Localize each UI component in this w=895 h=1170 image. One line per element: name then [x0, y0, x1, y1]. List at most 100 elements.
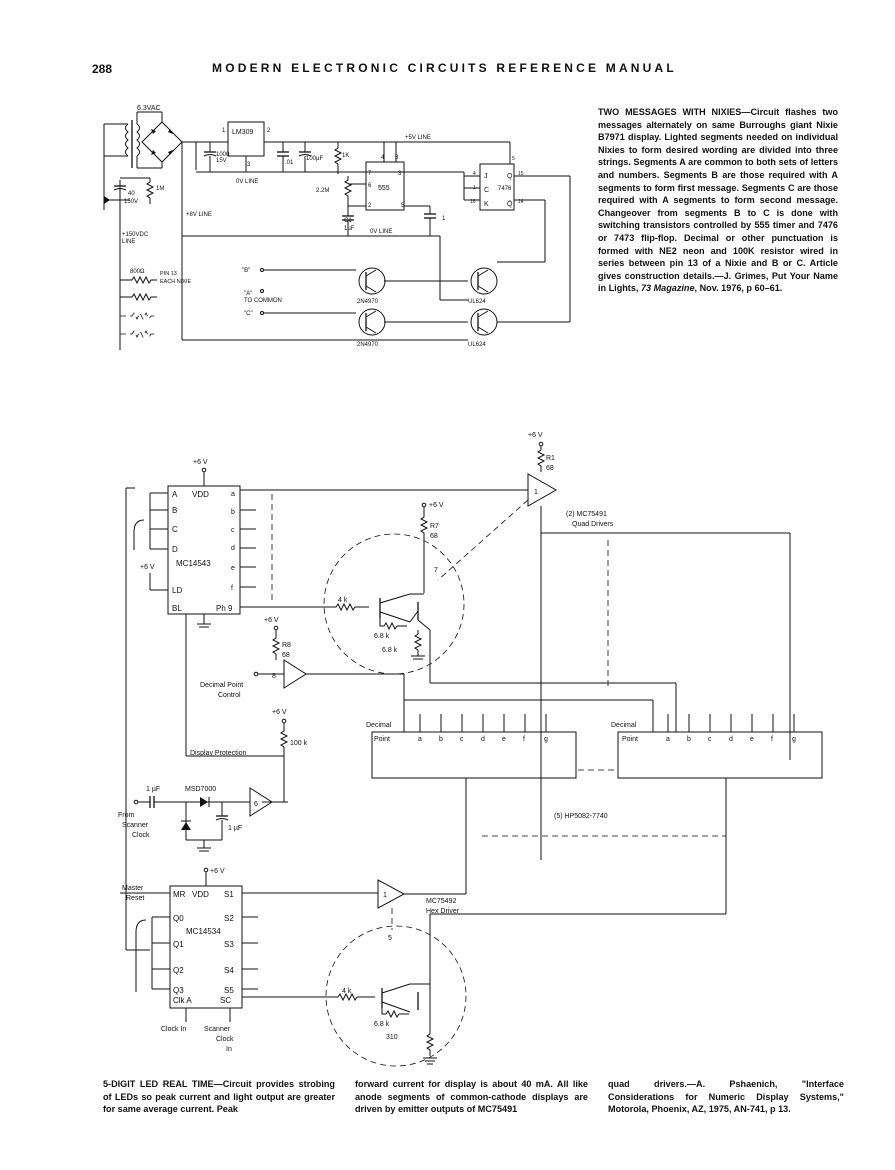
label-s1: S1 [224, 890, 234, 899]
label-out-f: f [231, 585, 233, 592]
label-r100k: 100 k [290, 740, 308, 747]
transistor-q4 [470, 308, 498, 336]
label-hex: Hex Driver [426, 908, 460, 915]
label-chip-a: MC14543 [176, 559, 211, 568]
label-555-p3: 3 [398, 171, 402, 177]
segment-label-g: g [544, 736, 548, 743]
label-r1k: 1K [342, 153, 349, 159]
label-chip-b: MC14534 [186, 927, 221, 936]
label-n6: 6 [254, 801, 258, 808]
label-c40: 40 [128, 191, 135, 197]
label-r68b: 6.8 k [382, 647, 398, 654]
label-c1000: 1000 [216, 152, 230, 158]
label-r4k: 4 k [338, 597, 348, 604]
figure1-caption-title: TWO MESSAGES WITH NIXIES [598, 107, 742, 117]
label-master: Master [122, 885, 144, 892]
label-s2: S2 [224, 914, 234, 923]
label-ff-c: C [484, 187, 489, 194]
label-pin-ld: LD [172, 586, 182, 595]
label-555-p4: 4 [381, 155, 385, 161]
label-0vline1: 0V LINE [236, 179, 258, 185]
label-q0: Q0 [173, 914, 184, 923]
label-disprot: Display Protection [190, 750, 247, 757]
segment-label-b: b [687, 736, 691, 743]
label-555-p5: 5 [401, 203, 405, 209]
label-lm-pin2: 2 [267, 128, 271, 134]
figure2-caption-col1: 5-DIGIT LED REAL TIME—Circuit provides s… [103, 1078, 335, 1116]
label-vac: 6.3VAC [137, 105, 161, 112]
label-buf1: 1 [534, 489, 538, 496]
label-from: From [118, 812, 135, 819]
label-q1: 2N4970 [357, 299, 379, 305]
segment-label-f: f [523, 736, 525, 743]
label-vdd2: VDD [192, 890, 209, 899]
label-n5: 5 [388, 935, 392, 942]
label-v6d: +6 V [429, 502, 444, 509]
label-ff-p4: 4 [473, 171, 476, 177]
label-sc: SC [220, 996, 231, 1005]
label-dec2: Decimal [611, 722, 637, 729]
label-ff-p15: 15 [518, 171, 524, 177]
label-c100: 100µF [306, 156, 323, 162]
label-out-c: c [231, 527, 235, 534]
label-555: 555 [378, 185, 390, 192]
label-dpc2: Control [218, 692, 241, 699]
label-lm-pin1: 1 [222, 128, 226, 134]
figure2-caption-col3: quad drivers.—A. Pshaenich, "Interface C… [608, 1079, 844, 1115]
label-q2b: Q2 [173, 966, 184, 975]
display-digit-5 [617, 731, 823, 779]
label-0vline2: 0V LINE [370, 229, 392, 235]
figure2-caption-title: 5-DIGIT LED REAL TIME [103, 1079, 214, 1089]
label-8vline: +8V LINE [186, 212, 212, 218]
segment-label-f: f [771, 736, 773, 743]
label-q3b: Q3 [173, 986, 184, 995]
label-buf2: 1 [383, 892, 387, 899]
label-mc75491: (2) MC75491 [566, 511, 607, 518]
label-c1uf: 1 µF [146, 786, 160, 793]
label-q3: 2N4970 [357, 342, 379, 348]
label-pin-ph: Ph 9 [216, 604, 233, 613]
label-mc75492: MC75492 [426, 898, 456, 905]
label-r310: 310 [386, 1034, 398, 1041]
label-pin13a: PIN 13 [160, 271, 177, 277]
label-v6a: +6 V [193, 459, 208, 466]
label-v6e: +6 V [264, 617, 279, 624]
label-5vline: +5V LINE [405, 135, 431, 141]
label-ff-q: Q [507, 173, 513, 180]
label-c1000v: 15V [216, 158, 227, 164]
segment-label-g: g [792, 736, 796, 743]
segment-label-d: d [729, 736, 733, 743]
label-lm-pin3: 3 [247, 162, 251, 168]
dashed-driver-5 [325, 925, 467, 1067]
label-c1val: 1µF [344, 226, 355, 232]
label-point2: Point [622, 736, 638, 743]
label-clockin1: Clock In [161, 1026, 186, 1033]
label-pin-bl: BL [172, 604, 182, 613]
label-dpc1: Decimal Point [200, 682, 243, 689]
label-out-b: b [231, 509, 235, 516]
label-a: "A" [244, 291, 252, 297]
label-q1b: Q1 [173, 940, 184, 949]
label-tocommon: TO COMMON [244, 298, 282, 304]
transformer [103, 112, 140, 210]
buffer-6 [249, 787, 273, 817]
label-out-a: a [231, 491, 235, 498]
label-555-p6: 6 [368, 183, 372, 189]
label-clockin3: Clock [216, 1036, 234, 1043]
dashed-driver-7 [323, 533, 465, 675]
label-c1uf2: 1 µF [228, 825, 242, 832]
segment-label-e: e [750, 736, 754, 743]
figure1-caption-tail: , Nov. 1976, p 60–61. [694, 283, 783, 294]
label-s4: S4 [224, 966, 234, 975]
figure2-caption-col1-text: —Circuit provides strobing of LEDs so pe… [103, 1079, 335, 1115]
label-lm309: LM309 [232, 129, 254, 136]
label-mr: MR [173, 890, 186, 899]
label-v6c: +6 V [528, 432, 543, 439]
label-clockin4: In [226, 1046, 232, 1053]
label-pin13b: EACH NIXIE [160, 279, 192, 285]
label-r1: R1 [546, 455, 555, 462]
label-pin-b: B [172, 506, 177, 515]
label-r8: R8 [282, 642, 291, 649]
label-555-p2: 2 [368, 203, 372, 209]
